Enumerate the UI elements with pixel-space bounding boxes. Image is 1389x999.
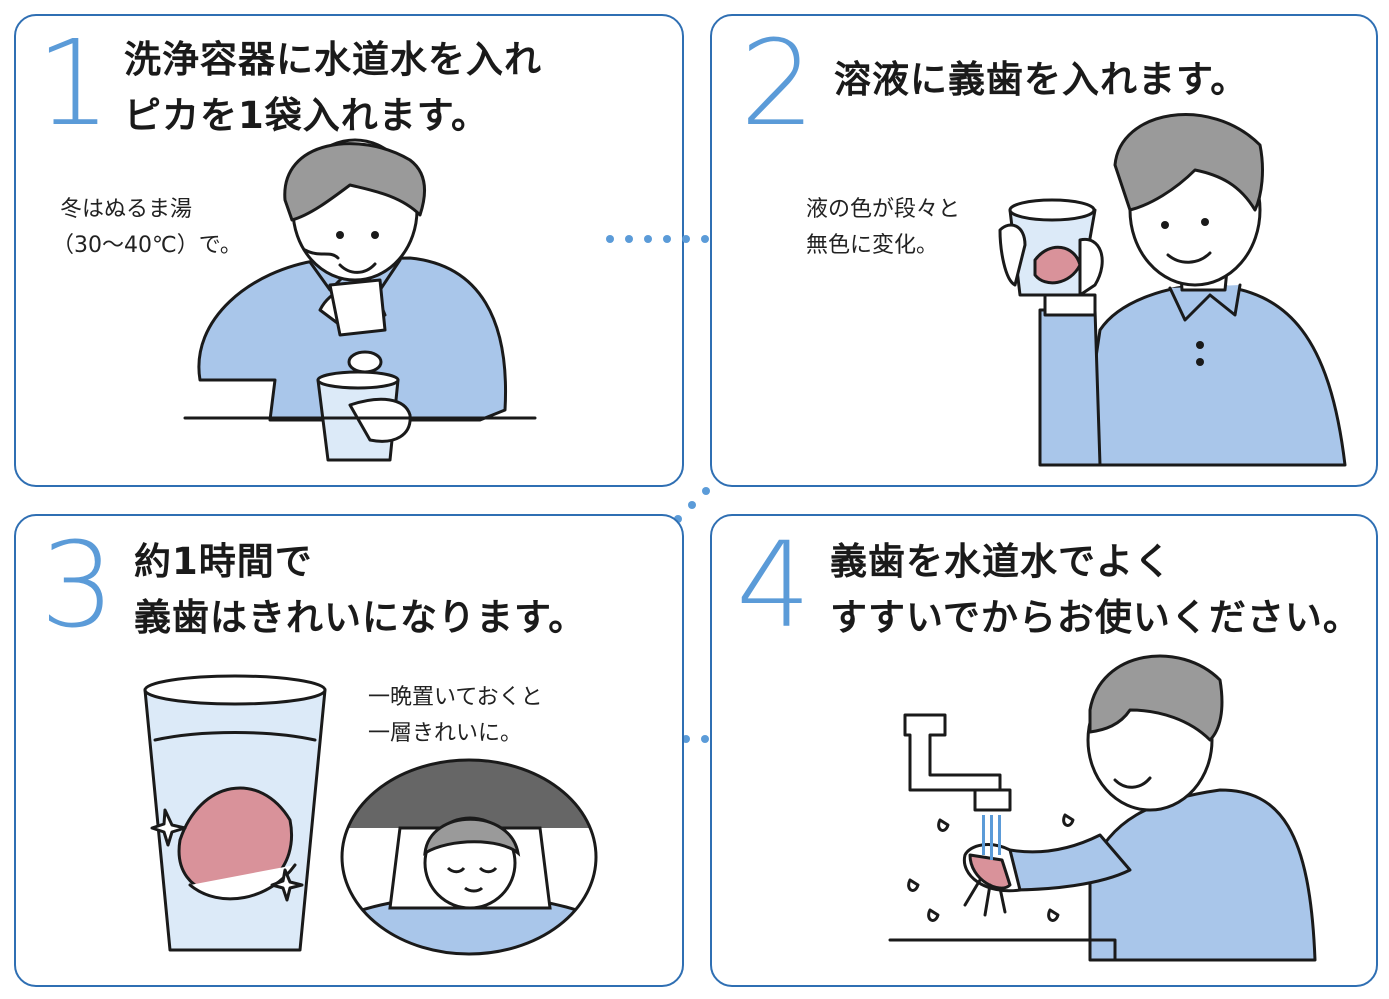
step-2-note-line1: 液の色が段々と	[806, 197, 961, 222]
step-1-title-line2: ピカを1袋入れます。	[124, 94, 490, 137]
step-1-note-line1: 冬はぬるま湯	[60, 197, 193, 222]
step-3-note-line2: 一層きれいに。	[368, 721, 523, 746]
step-4-number: 4	[736, 516, 812, 654]
step-3-glass-with-denture	[143, 674, 327, 952]
step-3-title-line1: 約1時間で	[134, 540, 313, 583]
step-2-illustration	[998, 113, 1347, 467]
step-4-illustration	[888, 654, 1317, 962]
step-4-title-line2: すすいでからお使いください。	[830, 596, 1361, 639]
step-2-title-line1: 溶液に義歯を入れます。	[834, 58, 1249, 101]
step-1-number: 1	[36, 14, 112, 152]
step-1-title-line1: 洗浄容器に水道水を入れ	[124, 38, 542, 81]
step-2-number: 2	[740, 14, 816, 152]
step-3-sleeping-person	[340, 758, 598, 956]
step-3-note-line1: 一晩置いておくと	[368, 685, 543, 710]
step-4-title-line1: 義歯を水道水でよく	[830, 540, 1172, 583]
step-2-note-line2: 無色に変化。	[806, 233, 939, 258]
step-3-number: 3	[40, 516, 116, 654]
step-1-illustration	[183, 138, 537, 462]
step-1-note-line2: （30～40℃）で。	[52, 233, 242, 258]
step-3-title-line2: 義歯はきれいになります。	[134, 596, 587, 639]
